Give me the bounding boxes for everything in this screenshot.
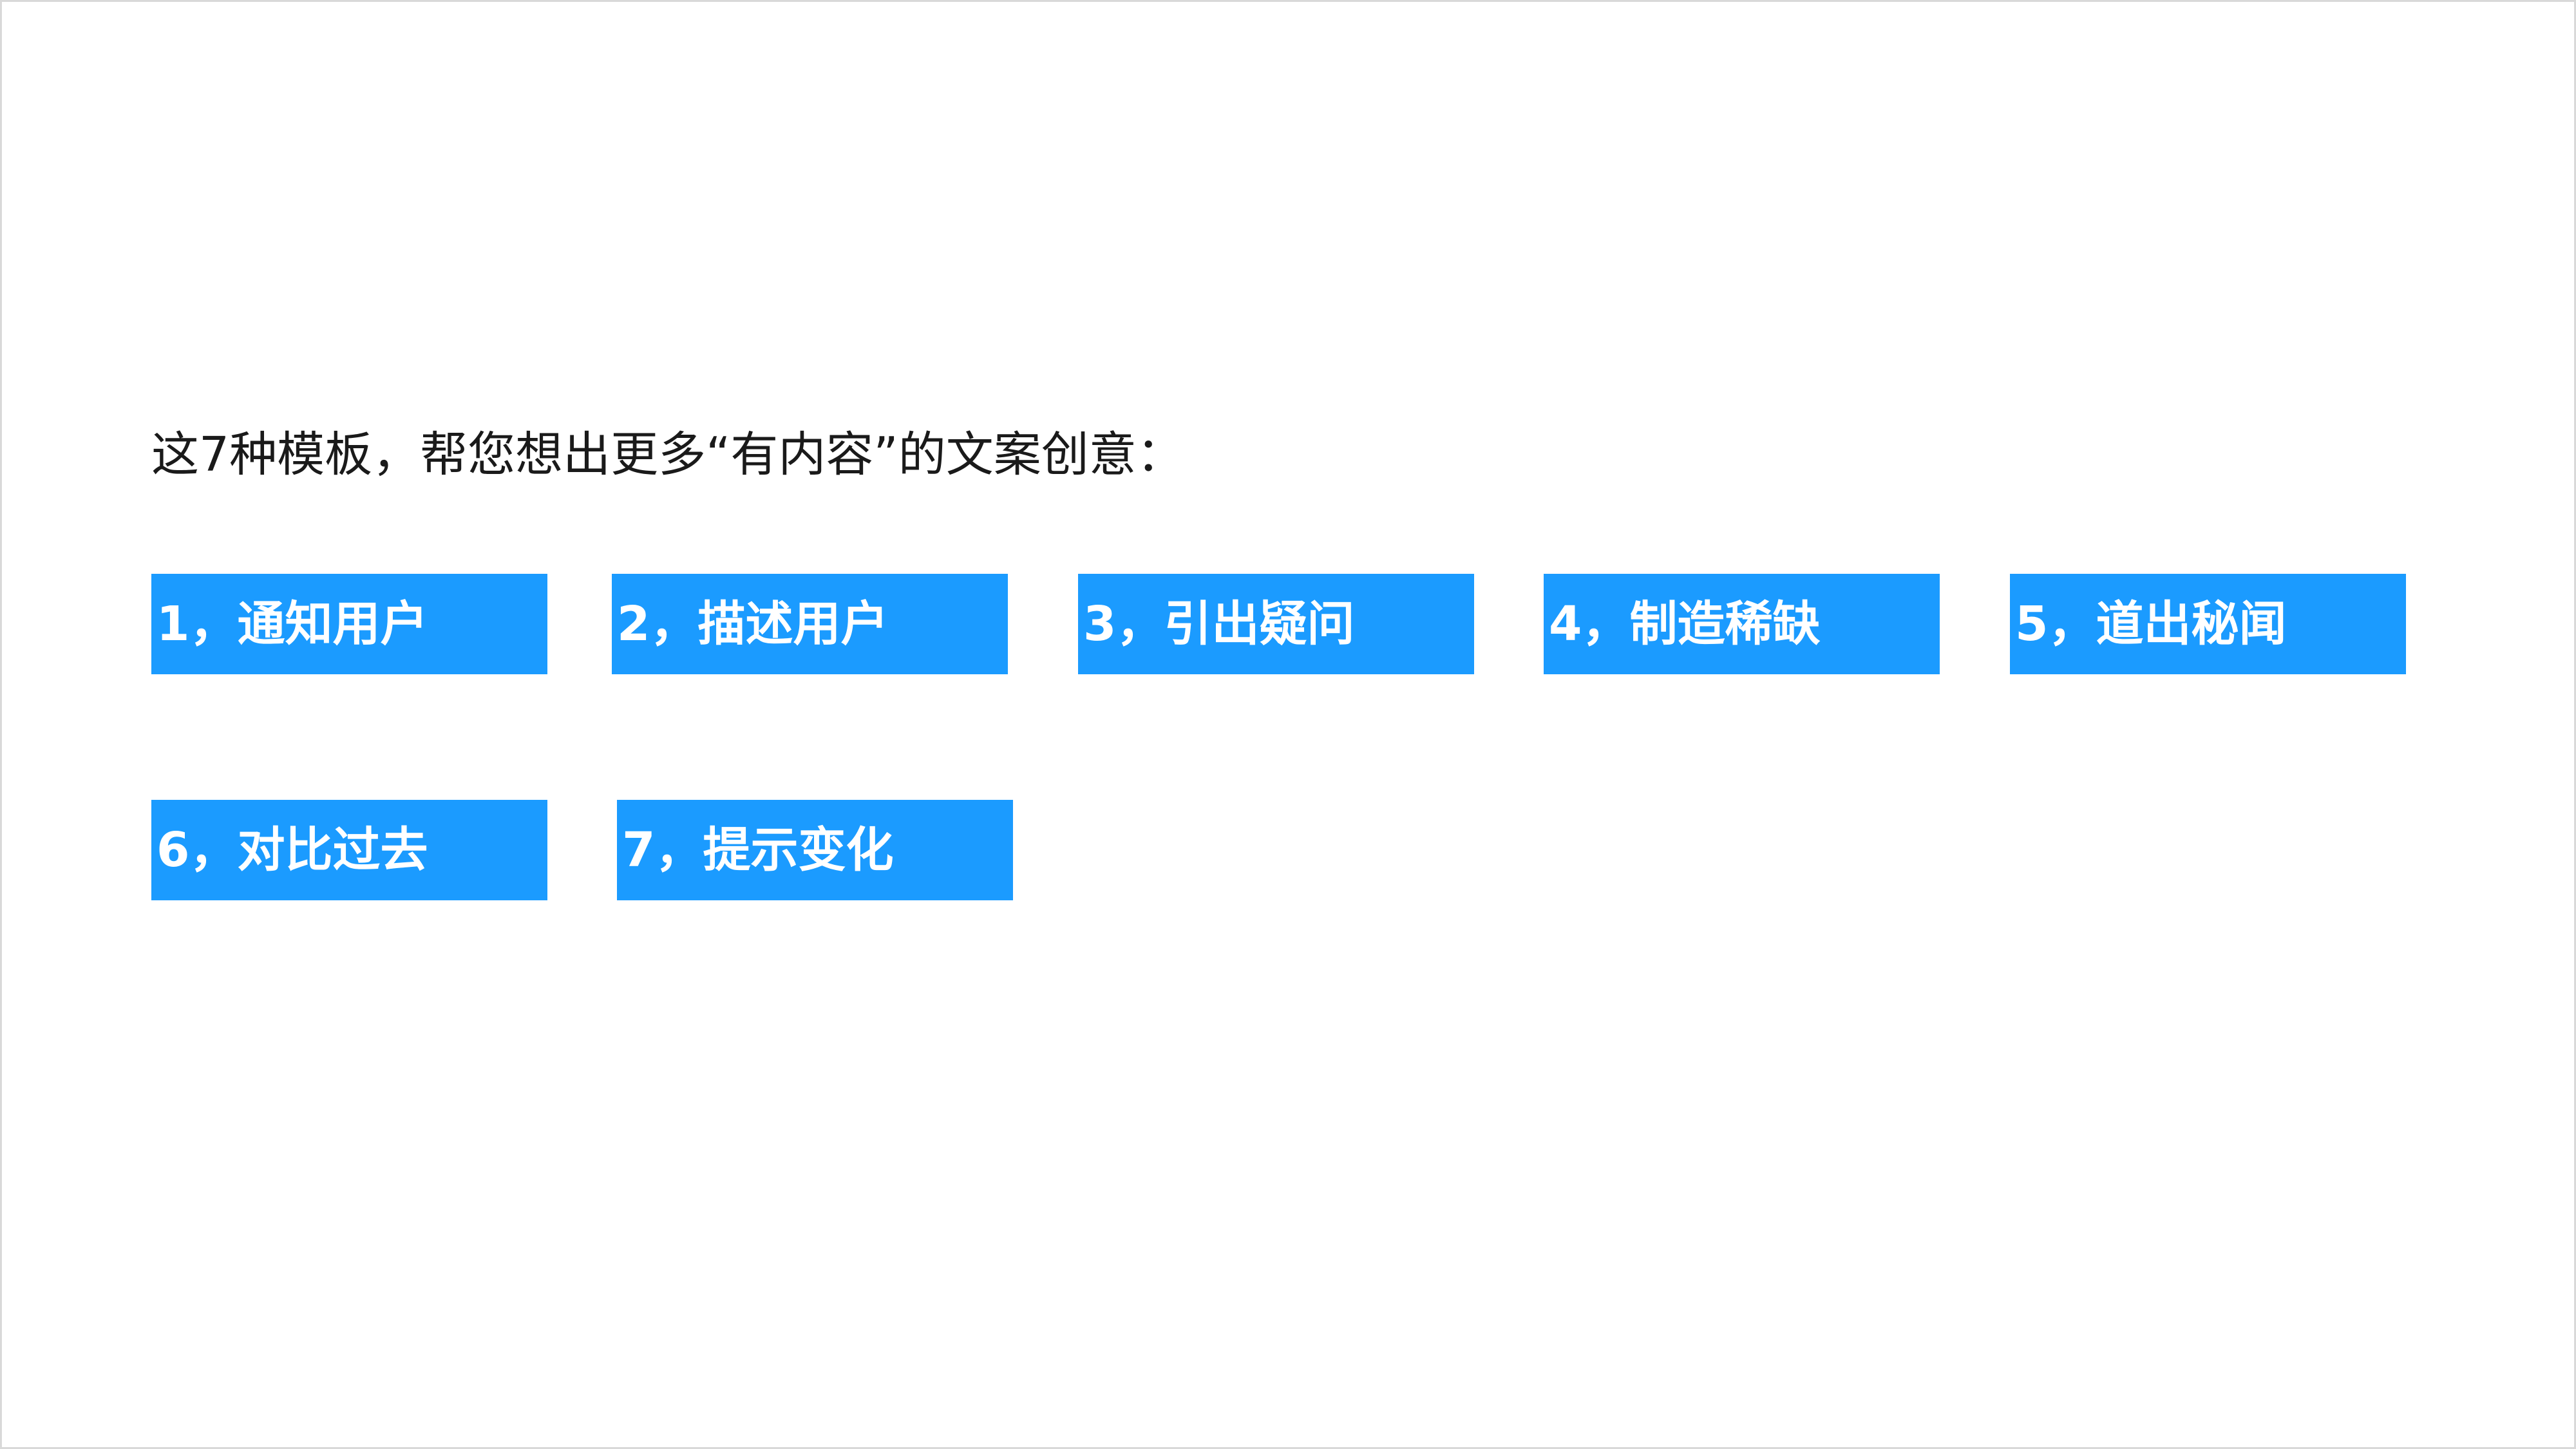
template-tag-3[interactable]: 3，引出疑问 — [1078, 574, 1474, 674]
template-tag-2[interactable]: 2，描述用户 — [612, 574, 1008, 674]
template-tag-4[interactable]: 4，制造稀缺 — [1544, 574, 1940, 674]
slide-heading: 这7种模板，帮您想出更多“有内容”的文案创意： — [151, 427, 1184, 482]
template-tag-7[interactable]: 7，提示变化 — [617, 800, 1013, 900]
template-tag-1[interactable]: 1，通知用户 — [151, 574, 547, 674]
template-tag-5[interactable]: 5，道出秘闻 — [2010, 574, 2406, 674]
template-tag-6[interactable]: 6，对比过去 — [151, 800, 547, 900]
